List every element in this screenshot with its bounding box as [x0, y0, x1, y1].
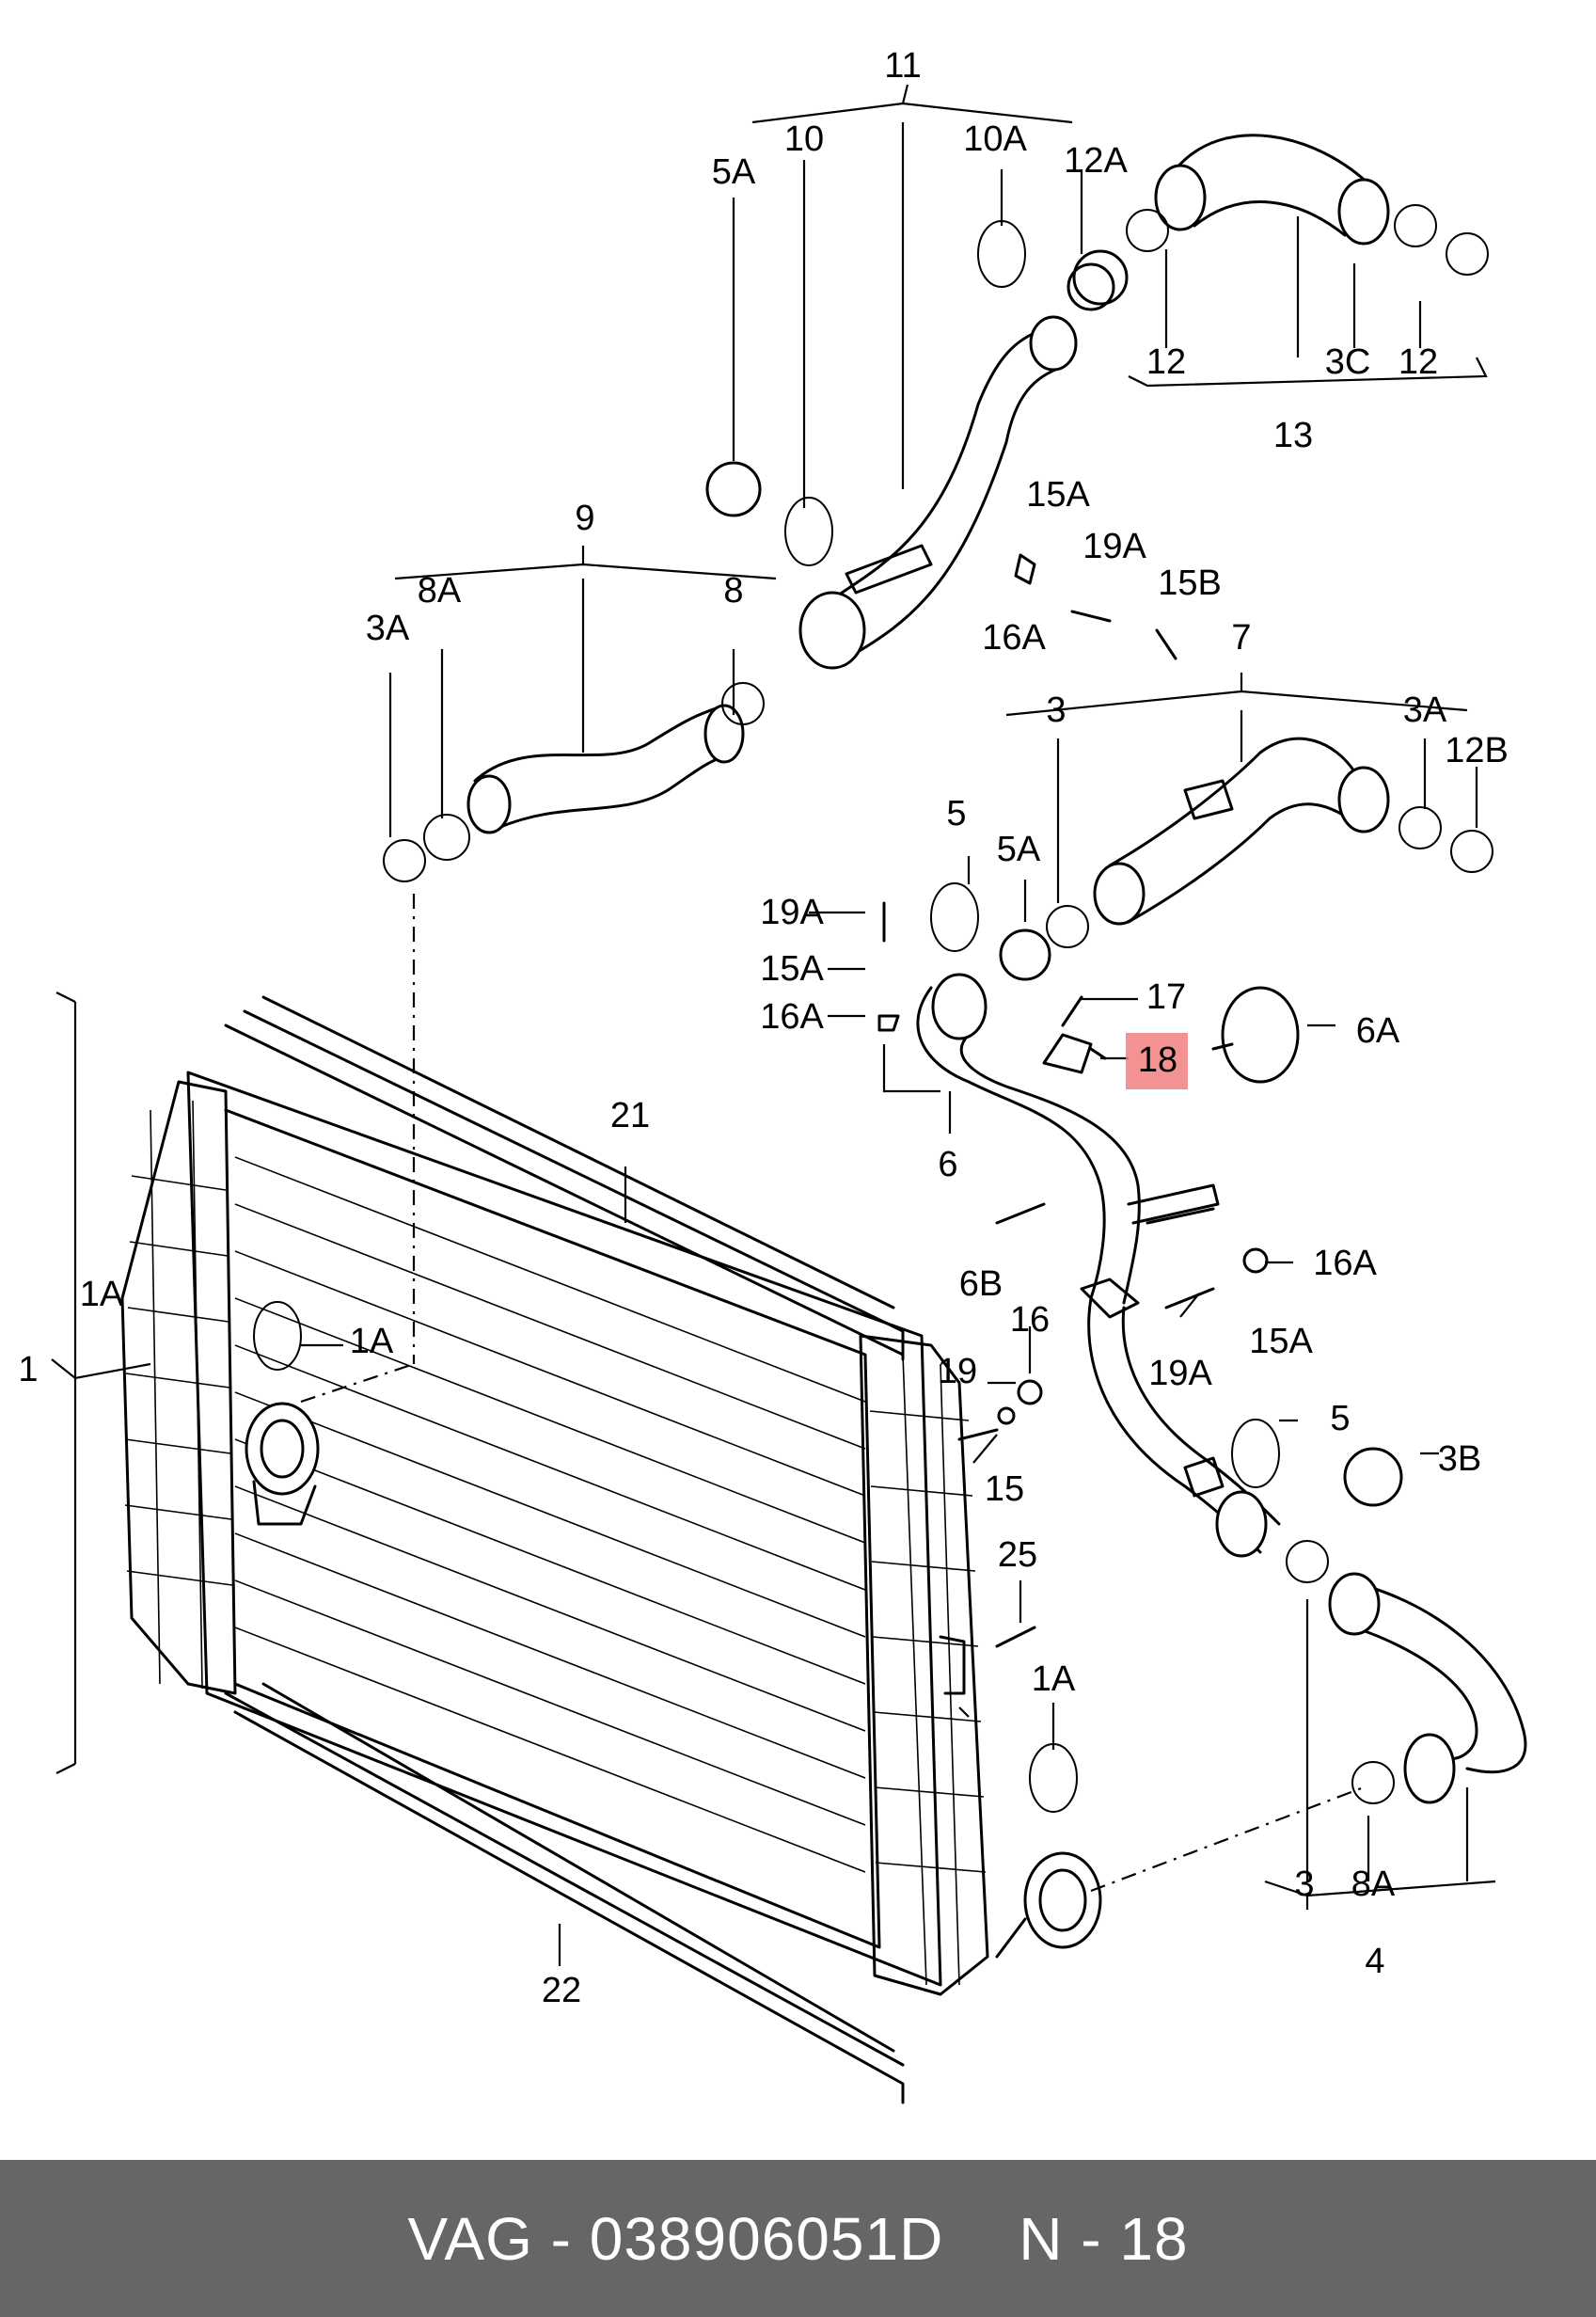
callout-16A: 16A [1313, 1244, 1377, 1283]
clamps-and-fasteners [253, 220, 1403, 1813]
callout-8: 8 [723, 571, 743, 611]
callout-5A: 5A [997, 830, 1041, 869]
callout-3: 3 [1294, 1865, 1314, 1904]
assembly-center-lines [300, 894, 1365, 1893]
callout-12B: 12B [1445, 731, 1509, 770]
callout-19A: 19A [760, 893, 824, 932]
callout-3C: 3C [1325, 342, 1371, 382]
callout-6B: 6B [959, 1264, 1003, 1304]
callout-17: 17 [1146, 977, 1186, 1017]
callout-labels: 11 10 10A 12A 5A 12 3C 12 13 9 8A 3A 8 1… [18, 46, 1508, 2010]
callout-15A: 15A [1026, 475, 1090, 515]
hose-9 [383, 682, 765, 882]
callout-1: 1 [18, 1350, 38, 1389]
callout-10A: 10A [963, 119, 1027, 159]
hose-13 [1126, 134, 1489, 276]
pipe-6 [916, 973, 1281, 1558]
callout-7: 7 [1231, 618, 1251, 658]
callout-18-highlight [1126, 1033, 1188, 1089]
callout-19A: 19A [1148, 1354, 1212, 1393]
callout-16: 16 [1010, 1300, 1050, 1340]
callout-5: 5 [946, 794, 966, 833]
brand-part-number: VAG - 038906051D [407, 2204, 944, 2273]
hose-4 [1286, 1540, 1527, 1804]
callout-13: 13 [1273, 416, 1313, 455]
callout-3A: 3A [1403, 690, 1447, 730]
callout-5: 5 [1330, 1399, 1350, 1438]
callout-1A: 1A [350, 1322, 394, 1361]
callout-5A: 5A [712, 152, 756, 192]
leader-lines [51, 84, 1496, 1966]
callout-1A: 1A [80, 1275, 124, 1314]
callout-10: 10 [784, 119, 824, 159]
callout-19: 19 [938, 1352, 977, 1391]
callout-9: 9 [575, 499, 594, 538]
callout-16A: 16A [760, 997, 824, 1037]
part-number-footer: VAG - 038906051D N - 18 [0, 2160, 1596, 2317]
callout-3: 3 [1046, 690, 1066, 730]
callout-12A: 12A [1064, 141, 1128, 181]
callout-19A: 19A [1082, 527, 1146, 566]
diagram-position: N - 18 [1019, 2204, 1189, 2273]
intercooler-parts-diagram: 11 10 10A 12A 5A 12 3C 12 13 9 8A 3A 8 1… [18, 46, 1527, 2104]
callout-8A: 8A [418, 571, 462, 611]
callout-22: 22 [542, 1971, 581, 2010]
pipe-11 [705, 249, 1129, 670]
callout-6A: 6A [1356, 1011, 1400, 1051]
hose-7 [1046, 737, 1493, 948]
callout-12: 12 [1398, 342, 1438, 382]
callout-15A: 15A [1249, 1322, 1313, 1361]
callout-12: 12 [1146, 342, 1186, 382]
callout-18: 18 [1138, 1040, 1177, 1080]
callout-8A: 8A [1351, 1865, 1396, 1904]
intercooler-core [120, 995, 1102, 2104]
callout-6: 6 [938, 1145, 957, 1184]
callout-15A: 15A [760, 949, 824, 989]
callout-4: 4 [1365, 1942, 1384, 1981]
callout-3B: 3B [1438, 1439, 1481, 1479]
callout-21: 21 [610, 1096, 650, 1135]
callout-15: 15 [985, 1469, 1024, 1509]
callout-15B: 15B [1158, 563, 1222, 603]
callout-16A: 16A [982, 618, 1046, 658]
callout-25: 25 [998, 1535, 1037, 1575]
callout-1A: 1A [1032, 1659, 1076, 1699]
callout-3A: 3A [366, 609, 410, 648]
callout-11: 11 [884, 46, 921, 86]
